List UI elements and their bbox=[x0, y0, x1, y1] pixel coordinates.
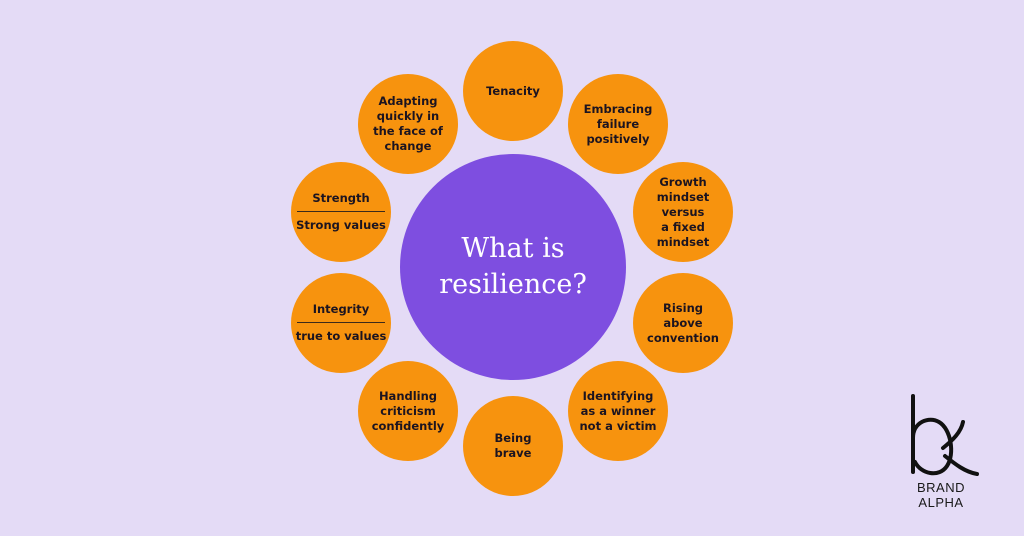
node-rising-above: Rising above convention bbox=[633, 273, 733, 373]
node-embracing-failure: Embracing failure positively bbox=[568, 74, 668, 174]
node-label: Adapting quickly in the face of change bbox=[373, 94, 443, 153]
node-label: Tenacity bbox=[486, 83, 540, 98]
node-divider bbox=[297, 211, 385, 212]
node-heading: Strength bbox=[312, 191, 370, 205]
node-strength: Strength Strong values bbox=[291, 162, 391, 262]
brand-logo: BRAND ALPHA bbox=[893, 392, 989, 510]
node-label: Being brave bbox=[494, 431, 532, 460]
node-label: Identifying as a winner not a victim bbox=[579, 388, 657, 433]
node-label: Rising above convention bbox=[647, 300, 719, 345]
node-handling-criticism: Handling criticism confidently bbox=[358, 361, 458, 461]
node-adapting: Adapting quickly in the face of change bbox=[358, 74, 458, 174]
alpha-logo-icon bbox=[911, 394, 979, 476]
node-subtext: Strong values bbox=[296, 218, 386, 232]
node-label: Handling criticism confidently bbox=[371, 388, 445, 433]
node-integrity: Integrity true to values bbox=[291, 273, 391, 373]
node-identifying-winner: Identifying as a winner not a victim bbox=[568, 361, 668, 461]
node-label: Growth mindset versus a fixed mindset bbox=[656, 174, 710, 249]
node-subtext: true to values bbox=[295, 329, 387, 343]
node-growth-mindset: Growth mindset versus a fixed mindset bbox=[633, 162, 733, 262]
node-tenacity: Tenacity bbox=[463, 41, 563, 141]
node-being-brave: Being brave bbox=[463, 396, 563, 496]
node-divider bbox=[297, 322, 385, 323]
node-label: Embracing failure positively bbox=[583, 101, 653, 146]
node-heading: Integrity bbox=[312, 302, 370, 316]
center-title: What is resilience? bbox=[439, 232, 587, 300]
center-circle: What is resilience? bbox=[400, 154, 626, 380]
brand-name: BRAND ALPHA bbox=[916, 480, 965, 510]
